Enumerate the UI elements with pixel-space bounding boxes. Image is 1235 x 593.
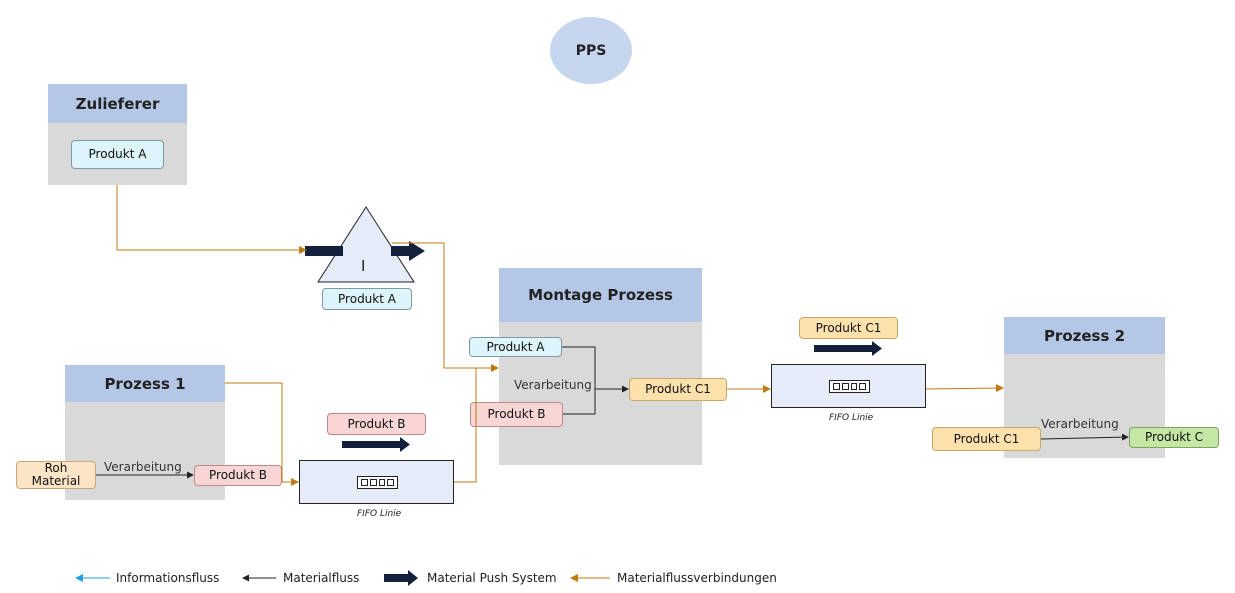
fifo2-slots-icon: [829, 380, 870, 393]
inventory-product-a[interactable]: Produkt A: [322, 288, 412, 310]
process1-title-text: Prozess 1: [104, 374, 186, 393]
legend-connection-label: Materialflussverbindungen: [617, 571, 777, 585]
push-arrow-inventory-right: [391, 241, 425, 261]
connection-process1-to-fifo1: [225, 382, 299, 486]
material-flow-assembly-b: [563, 389, 596, 415]
fifo1-caption: FIFO Linie: [357, 509, 402, 519]
fifo1-slots-icon: [357, 476, 398, 489]
material-flow-process2: [1040, 433, 1129, 441]
process2-step-label: Verarbeitung: [1041, 417, 1119, 431]
pps-label: PPS: [575, 42, 607, 59]
assembly-title-text: Montage Prozess: [528, 286, 673, 304]
fifo1-product-b[interactable]: Produkt B: [327, 413, 426, 435]
inventory-triangle-icon: [317, 206, 415, 283]
assembly-input-a[interactable]: Produkt A: [469, 337, 562, 357]
assembly-output-c1[interactable]: Produkt C1: [629, 378, 727, 401]
connection-supplier-to-inventory: [116, 185, 307, 254]
process2-title-text: Prozess 2: [1043, 326, 1126, 345]
legend-push-arrow-icon: [384, 570, 418, 586]
fifo2-product-c1[interactable]: Produkt C1: [799, 317, 898, 339]
process2-output-c[interactable]: Produkt C: [1129, 427, 1219, 448]
fifo1-box: [299, 460, 454, 504]
supplier-product-a[interactable]: Produkt A: [71, 140, 164, 169]
process2-title: Prozess 2: [1004, 317, 1165, 354]
legend-material-label: Materialfluss: [283, 571, 360, 585]
process2-input-c1[interactable]: Produkt C1: [932, 427, 1041, 451]
push-arrow-inventory: [305, 246, 343, 256]
supplier-title-text: Zulieferer: [75, 94, 160, 113]
connection-fifo2-to-process2: [925, 384, 1004, 393]
connection-fifo1-to-assembly: [454, 368, 477, 483]
assembly-title: Montage Prozess: [499, 268, 702, 322]
push-arrow-fifo2: [814, 341, 882, 356]
assembly-step-label: Verarbeitung: [514, 378, 592, 392]
process1-raw-material[interactable]: Roh Material: [16, 461, 96, 489]
process1-step-label: Verarbeitung: [104, 460, 182, 474]
legend-info-label: Informationsfluss: [116, 571, 220, 585]
process1-product-b[interactable]: Produkt B: [194, 465, 282, 486]
assembly-input-b[interactable]: Produkt B: [470, 402, 563, 427]
supplier-title: Zulieferer: [48, 84, 187, 123]
process1-title: Prozess 1: [65, 365, 225, 402]
legend-push-label: Material Push System: [427, 571, 557, 585]
process1-raw-material-label: Roh Material: [31, 461, 81, 488]
connection-inventory-to-assembly: [392, 242, 499, 372]
push-arrow-fifo1: [342, 437, 410, 452]
inventory-symbol: I: [361, 257, 366, 275]
fifo2-caption: FIFO Linie: [829, 413, 874, 423]
pps-ellipse: PPS: [550, 17, 632, 84]
material-flow-assembly-a: [562, 346, 596, 389]
